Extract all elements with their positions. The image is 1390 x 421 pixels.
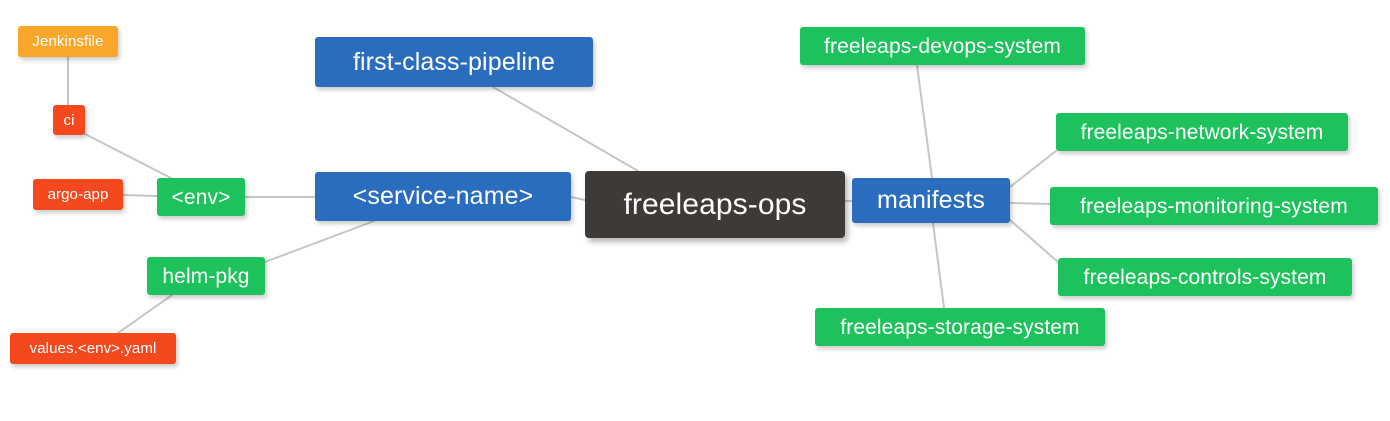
edge-values-env-yaml-to-helm-pkg xyxy=(117,294,173,334)
edge-service-name-to-freeleaps-ops xyxy=(570,196,586,201)
node-freeleaps-storage-system[interactable]: freeleaps-storage-system xyxy=(815,308,1105,346)
node-label: <service-name> xyxy=(352,182,534,210)
node-label: freeleaps-network-system xyxy=(1080,120,1324,144)
edge-freeleaps-network-system-to-manifests xyxy=(1009,150,1057,188)
node-freeleaps-devops-system[interactable]: freeleaps-devops-system xyxy=(800,27,1085,65)
edge-freeleaps-monitoring-system-to-manifests xyxy=(1009,202,1051,205)
node-label: ci xyxy=(63,111,75,129)
node-manifests[interactable]: manifests xyxy=(852,178,1010,223)
node-freeleaps-network-system[interactable]: freeleaps-network-system xyxy=(1056,113,1348,151)
edge-argo-app-to-env xyxy=(122,194,158,197)
node-label: <env> xyxy=(171,185,231,209)
node-label: argo-app xyxy=(47,186,109,203)
edge-first-class-pipeline-to-freeleaps-ops xyxy=(492,86,639,172)
node-freeleaps-controls-system[interactable]: freeleaps-controls-system xyxy=(1058,258,1352,296)
node-jenkinsfile[interactable]: Jenkinsfile xyxy=(18,26,118,57)
edge-ci-to-env xyxy=(84,133,172,179)
node-freeleaps-monitoring-system[interactable]: freeleaps-monitoring-system xyxy=(1050,187,1378,225)
node-ci[interactable]: ci xyxy=(53,105,85,135)
node-label: freeleaps-ops xyxy=(623,187,807,221)
node-values-env-yaml[interactable]: values.<env>.yaml xyxy=(10,333,176,364)
node-label: freeleaps-devops-system xyxy=(824,34,1061,58)
edge-freeleaps-storage-system-to-manifests xyxy=(932,222,945,309)
node-argo-app[interactable]: argo-app xyxy=(33,179,123,210)
node-freeleaps-ops[interactable]: freeleaps-ops xyxy=(585,171,845,238)
edge-freeleaps-devops-system-to-manifests xyxy=(916,64,933,179)
node-label: first-class-pipeline xyxy=(352,47,556,76)
node-label: values.<env>.yaml xyxy=(29,340,157,357)
node-helm-pkg[interactable]: helm-pkg xyxy=(147,257,265,295)
node-label: freeleaps-controls-system xyxy=(1083,265,1327,289)
node-first-class-pipeline[interactable]: first-class-pipeline xyxy=(315,37,593,87)
node-service-name[interactable]: <service-name> xyxy=(315,172,571,221)
node-label: Jenkinsfile xyxy=(32,33,104,50)
node-label: helm-pkg xyxy=(162,264,250,288)
edge-helm-pkg-to-service-name xyxy=(264,220,375,263)
node-env[interactable]: <env> xyxy=(157,178,245,216)
node-label: freeleaps-storage-system xyxy=(840,315,1080,339)
edge-freeleaps-controls-system-to-manifests xyxy=(1009,219,1059,263)
node-label: manifests xyxy=(877,186,985,214)
node-label: freeleaps-monitoring-system xyxy=(1080,194,1348,218)
